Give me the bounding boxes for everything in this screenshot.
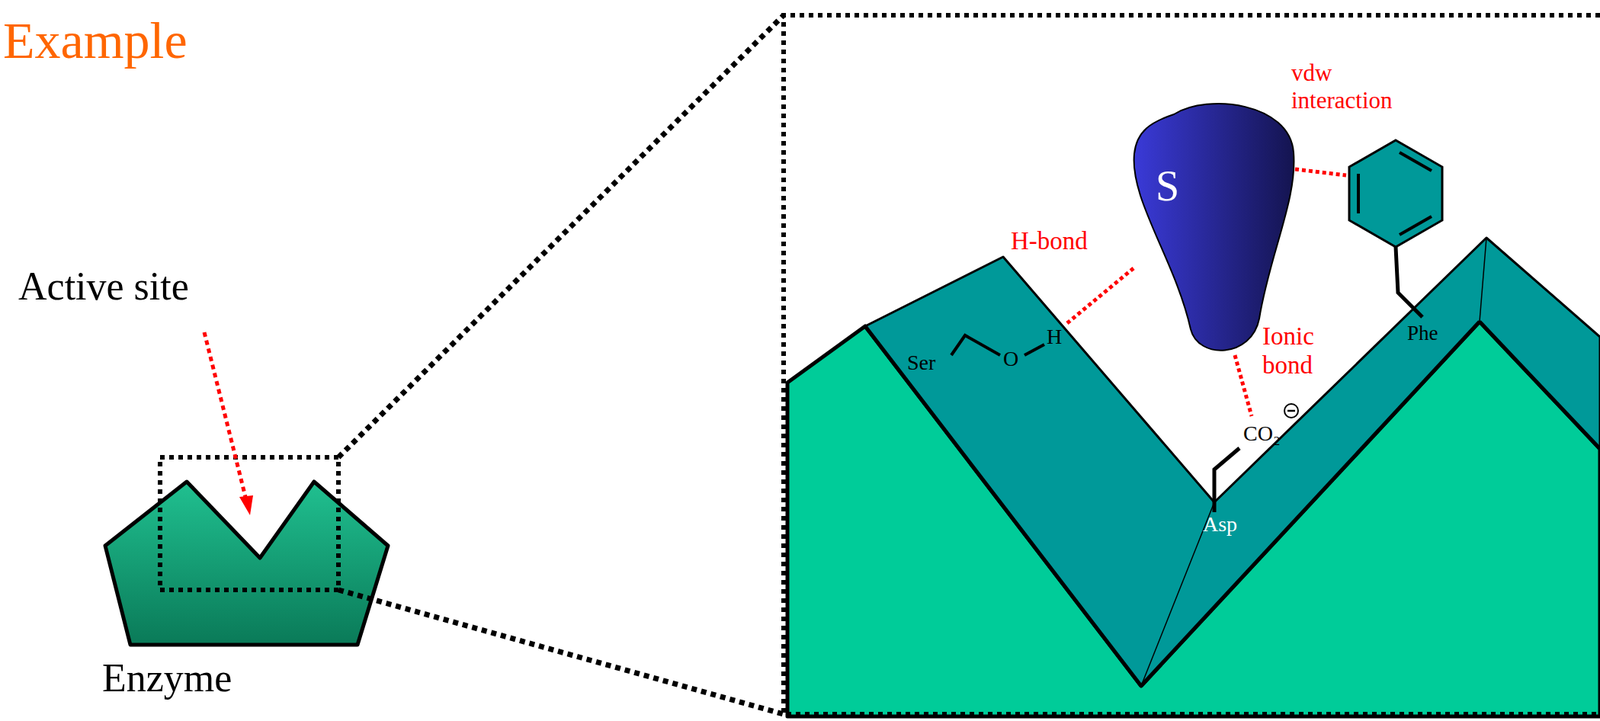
enzyme-shape: Enzyme: [105, 481, 388, 645]
residue-name: Asp: [1202, 512, 1238, 537]
node-label: S: [1155, 161, 1180, 211]
bond-label: vdw interaction: [1291, 59, 1414, 114]
edge-line: [865, 326, 1142, 687]
title: Example: [3, 10, 188, 71]
ser-bond: [951, 335, 1001, 356]
zoom-box: [783, 15, 1600, 715]
ionic-bond-line: [1234, 355, 1252, 417]
h-bond-line: [1067, 268, 1134, 324]
callout-arrow: [204, 332, 246, 497]
double-bond: [1356, 173, 1360, 214]
enzyme-outline: [105, 481, 388, 645]
zoom-line: [338, 15, 784, 458]
substrate-blob: S: [1132, 102, 1296, 354]
oh-bond: [1024, 344, 1045, 356]
phenyl-ring: [1349, 140, 1443, 247]
bond-label: Ionic bond: [1262, 322, 1339, 381]
callout-label: Active site: [18, 263, 190, 310]
node-heading: Enzyme: [102, 655, 232, 702]
atom-label: H: [1046, 324, 1062, 350]
atom-label: O: [1003, 346, 1019, 372]
zoom-box: [160, 457, 339, 590]
zoom-line: [338, 589, 784, 715]
charge-symbol: [1284, 404, 1299, 418]
double-bond: [1399, 216, 1432, 235]
substrate-blob-outline: [1132, 102, 1296, 354]
group-label: CO₂: [1243, 421, 1281, 446]
double-bond: [1399, 152, 1432, 171]
phe-bond: [1395, 246, 1423, 318]
edge-line: [1141, 321, 1480, 687]
bond-label: H-bond: [1010, 227, 1088, 257]
charge-symbol: [1287, 410, 1296, 413]
asp-bond: [1214, 448, 1240, 513]
residue-name: Ser: [907, 350, 936, 376]
substrate-outline: [1134, 103, 1295, 351]
shape-group: [1134, 103, 1295, 351]
vdw-line: [1295, 169, 1347, 176]
residue-name: Phe: [1407, 321, 1439, 346]
edge-line: [1479, 321, 1600, 449]
enzyme-shape-outline: [105, 481, 388, 645]
fold-line: [1479, 237, 1487, 322]
arrow-head: [239, 495, 254, 516]
